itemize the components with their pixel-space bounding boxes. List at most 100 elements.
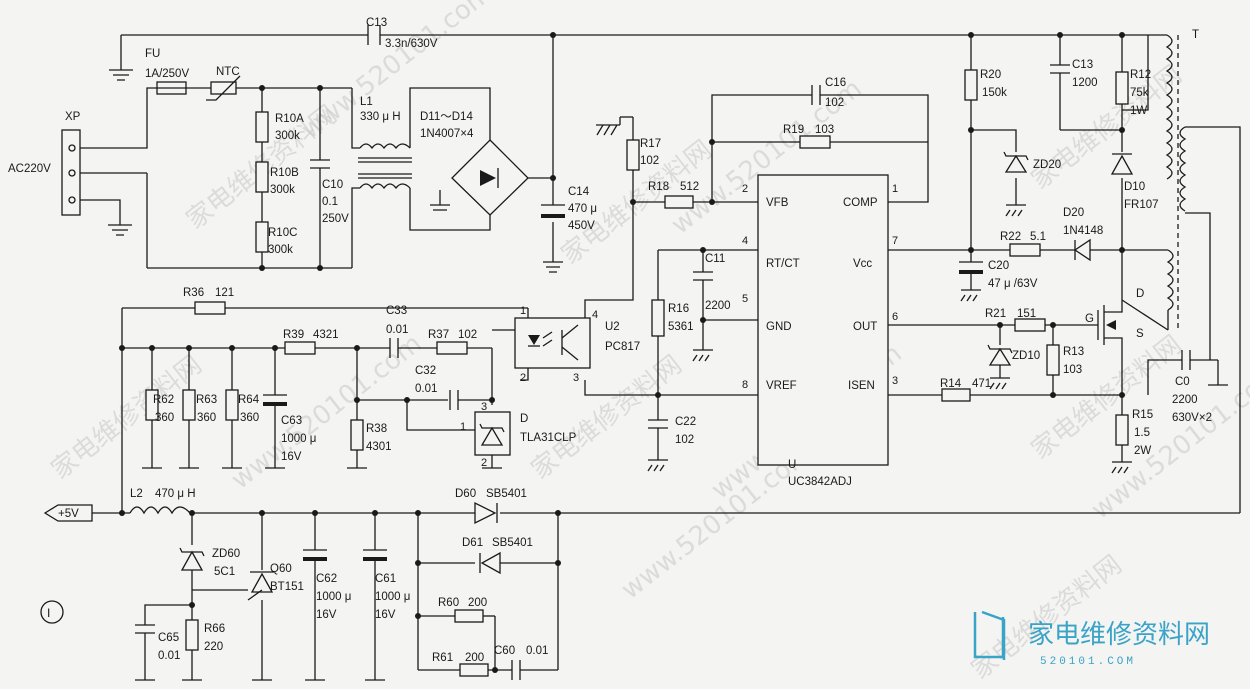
label-ntc: NTC [216, 66, 240, 78]
label-c20: C20 [988, 260, 1009, 272]
resistor-r22 [1009, 243, 1041, 257]
value-r21: 151 [1017, 308, 1036, 320]
resistor-r37 [436, 341, 468, 355]
diode-d60 [474, 501, 498, 525]
figure-number: Ⅰ [47, 608, 50, 620]
value-c13-snubber: 1200 [1072, 77, 1098, 89]
capacitor-c65 [135, 624, 155, 634]
label-l2: L2 [130, 488, 143, 500]
capacitor-c63 [263, 394, 287, 406]
resistor-r10a [255, 111, 269, 143]
value-r62: 360 [155, 412, 174, 424]
value-r15-power: 2W [1134, 445, 1151, 457]
opto-pin-4: 4 [592, 309, 598, 321]
label-d61: D61 [462, 537, 483, 549]
ic-ref: U [788, 459, 796, 471]
capacitor-c62 [303, 549, 327, 561]
resistor-r13 [1046, 344, 1060, 376]
label-r14: R14 [940, 378, 962, 390]
value-c10-voltage: 250V [322, 213, 349, 225]
tl431-pin-2: 2 [481, 457, 487, 469]
ic-part-number: UC3842ADJ [788, 476, 852, 488]
ic-pin-vref: VREF [766, 380, 797, 392]
logo-url: 520101.COM [1040, 656, 1136, 668]
value-r13: 103 [1063, 364, 1082, 376]
value-c61-voltage: 16V [375, 609, 396, 621]
ic-pin-gnd: GND [766, 321, 792, 333]
value-r20: 150k [982, 87, 1007, 99]
diode-d61 [479, 551, 501, 575]
mosfet-drain-label: D [1136, 288, 1144, 300]
terminal-plus5v [43, 504, 93, 522]
inductor-l1 [358, 143, 412, 190]
ic-pin-out: OUT [853, 321, 877, 333]
value-zd60: 5C1 [214, 566, 235, 578]
value-c13-top: 3.3n/630V [385, 38, 438, 50]
value-r15: 1.5 [1134, 427, 1150, 439]
pin-number-5: 5 [742, 293, 748, 305]
label-c0: C0 [1175, 376, 1190, 388]
label-d10: D10 [1124, 181, 1145, 193]
label-r13: R13 [1063, 346, 1084, 358]
value-tl431: TLA31CLP [520, 432, 577, 444]
label-r66: R66 [204, 623, 225, 635]
mosfet-source-label: S [1136, 328, 1144, 340]
opto-pin-1: 1 [520, 305, 526, 317]
value-c32: 0.01 [415, 383, 437, 395]
value-d20: 1N4148 [1063, 225, 1103, 237]
value-r10a: 300k [275, 130, 300, 142]
capacitor-c22 [648, 419, 668, 429]
resistor-r62 [145, 389, 159, 421]
junction-dots [119, 32, 1125, 673]
capacitor-c32 [449, 390, 459, 410]
label-r15: R15 [1132, 409, 1153, 421]
ic-pin-comp: COMP [843, 197, 878, 209]
value-r39: 4321 [313, 329, 339, 341]
value-u2: PC817 [605, 341, 640, 353]
label-r18: R18 [648, 181, 669, 193]
value-c65: 0.01 [158, 650, 180, 662]
capacitor-c13-top [367, 25, 381, 45]
pin-number-4: 4 [742, 235, 748, 247]
label-c63: C63 [281, 415, 302, 427]
mosfet-arrow [1106, 320, 1116, 330]
value-q60: BT151 [270, 581, 304, 593]
value-d10: FR107 [1124, 199, 1159, 211]
value-r61: 200 [465, 652, 484, 664]
value-r66: 220 [204, 641, 223, 653]
value-c61: 1000 μ [375, 591, 410, 603]
resistor-r10c [255, 221, 269, 253]
value-r12-power: 1W [1130, 105, 1147, 117]
label-c32: C32 [415, 365, 436, 377]
site-logo: 家电维修资料网 520101.COM [973, 610, 1210, 668]
label-c60: C60 [494, 645, 515, 657]
value-c33: 0.01 [386, 324, 408, 336]
ntc-thermistor [206, 75, 241, 101]
label-zd10: ZD10 [1012, 350, 1040, 362]
resistor-r15 [1115, 414, 1129, 446]
opto-pin-2: 2 [520, 372, 526, 384]
label-c13-top: C13 [366, 17, 387, 29]
zener-zd10 [987, 344, 1013, 366]
watermark-layer: 家电维修资料网 家电维修资料网 家电维修资料网 家电维修资料网 家电维修资料网 … [46, 0, 1250, 686]
resistor-r64 [225, 389, 239, 421]
value-r17: 102 [640, 155, 659, 167]
resistor-r66 [185, 619, 199, 651]
label-c65: C65 [158, 632, 179, 644]
resistor-r14 [941, 388, 971, 402]
value-r10b: 300k [270, 184, 295, 196]
label-r16: R16 [668, 303, 689, 315]
capacitor-c60 [511, 660, 521, 680]
value-r10c: 300k [268, 244, 293, 256]
resistor-r61 [459, 663, 489, 677]
label-c10: C10 [322, 179, 343, 191]
inductor-l2 [129, 506, 191, 515]
label-c16: C16 [825, 77, 846, 89]
resistor-r36 [194, 301, 226, 315]
zener-zd60 [179, 547, 205, 571]
value-r14: 471 [972, 378, 991, 390]
value-r60: 200 [468, 597, 487, 609]
resistor-r19 [799, 135, 831, 149]
label-tl431: D [520, 413, 528, 425]
capacitor-c0 [1181, 350, 1191, 370]
